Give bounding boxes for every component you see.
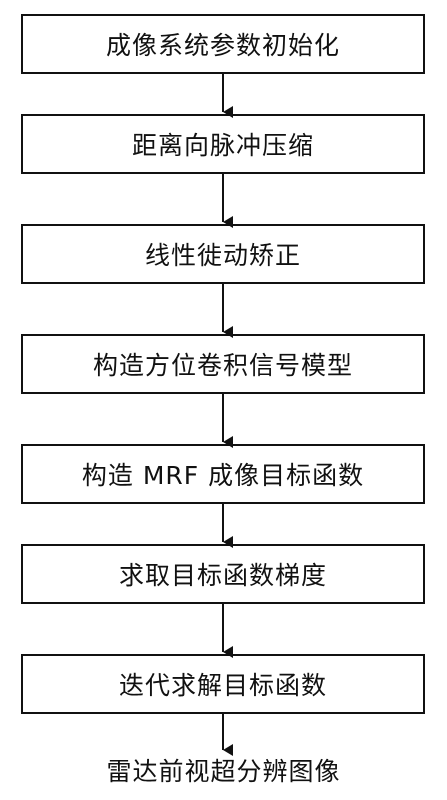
step-3-label: 线性徙动矫正 (144, 241, 301, 270)
step-3-box: 线性徙动矫正 (21, 224, 425, 284)
step-7-label: 迭代求解目标函数 (118, 671, 327, 700)
step-4-box: 构造方位卷积信号模型 (21, 334, 425, 394)
step-2-label: 距离向脉冲压缩 (131, 131, 314, 160)
result-text: 雷达前视超分辨图像 (106, 757, 341, 786)
step-2-box: 距离向脉冲压缩 (21, 114, 425, 174)
step-6-label: 求取目标函数梯度 (118, 561, 327, 590)
step-6-box: 求取目标函数梯度 (21, 544, 425, 604)
step-4-label: 构造方位卷积信号模型 (92, 351, 353, 380)
step-1-label: 成像系统参数初始化 (105, 31, 340, 60)
step-7-box: 迭代求解目标函数 (21, 654, 425, 714)
step-1-box: 成像系统参数初始化 (21, 14, 425, 74)
step-5-label: 构造 MRF 成像目标函数 (81, 461, 365, 490)
